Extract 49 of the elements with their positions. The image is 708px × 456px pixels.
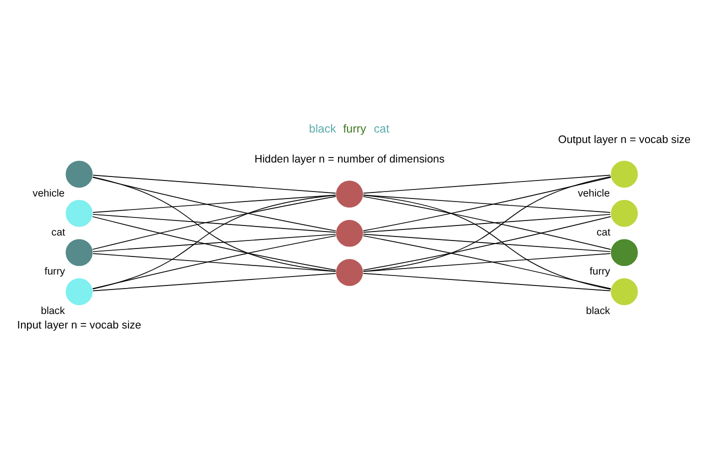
connector (92, 196, 336, 250)
node-circle (335, 258, 364, 287)
label: black (309, 124, 336, 136)
connector (363, 176, 612, 272)
node-circle (65, 238, 94, 267)
node-circle (65, 199, 94, 228)
connector (362, 235, 612, 290)
node-label: black (586, 306, 610, 317)
connector (92, 176, 336, 272)
node-circle (335, 180, 364, 208)
node-circle (610, 199, 638, 228)
connector (92, 253, 336, 272)
node-circle (610, 160, 638, 188)
label: furry (343, 124, 366, 136)
label: Output layer n = vocab size (558, 134, 691, 146)
connector (362, 196, 612, 250)
label: Input layer n = vocab size (17, 319, 142, 332)
node-circle (335, 219, 364, 248)
connector (92, 234, 336, 252)
connector (362, 216, 612, 271)
connector (362, 174, 611, 194)
connector (362, 234, 611, 252)
connector (92, 272, 336, 292)
label: Hidden layer n = number of dimensions (254, 154, 445, 166)
connector (363, 194, 612, 290)
connector (92, 174, 336, 194)
connector (92, 214, 336, 233)
connector (362, 253, 611, 272)
node-label: cat (51, 227, 66, 238)
connector (92, 216, 336, 271)
connector (362, 214, 611, 233)
node-circle (65, 278, 94, 306)
connector (92, 194, 336, 290)
node-label: vehicle (578, 188, 610, 200)
label: cat (374, 124, 390, 136)
node-circle (610, 238, 638, 267)
node-label: cat (596, 227, 610, 238)
connector (92, 194, 336, 213)
node-label: furry (44, 266, 66, 278)
connector (92, 235, 336, 290)
node-circle (610, 278, 638, 306)
connector (362, 194, 611, 213)
connector (362, 176, 612, 232)
node-circle (65, 160, 94, 188)
connector (362, 272, 611, 292)
node-label: vehicle (32, 188, 65, 200)
node-label: black (40, 306, 65, 317)
node-label: furry (590, 266, 610, 278)
connector (92, 176, 336, 232)
